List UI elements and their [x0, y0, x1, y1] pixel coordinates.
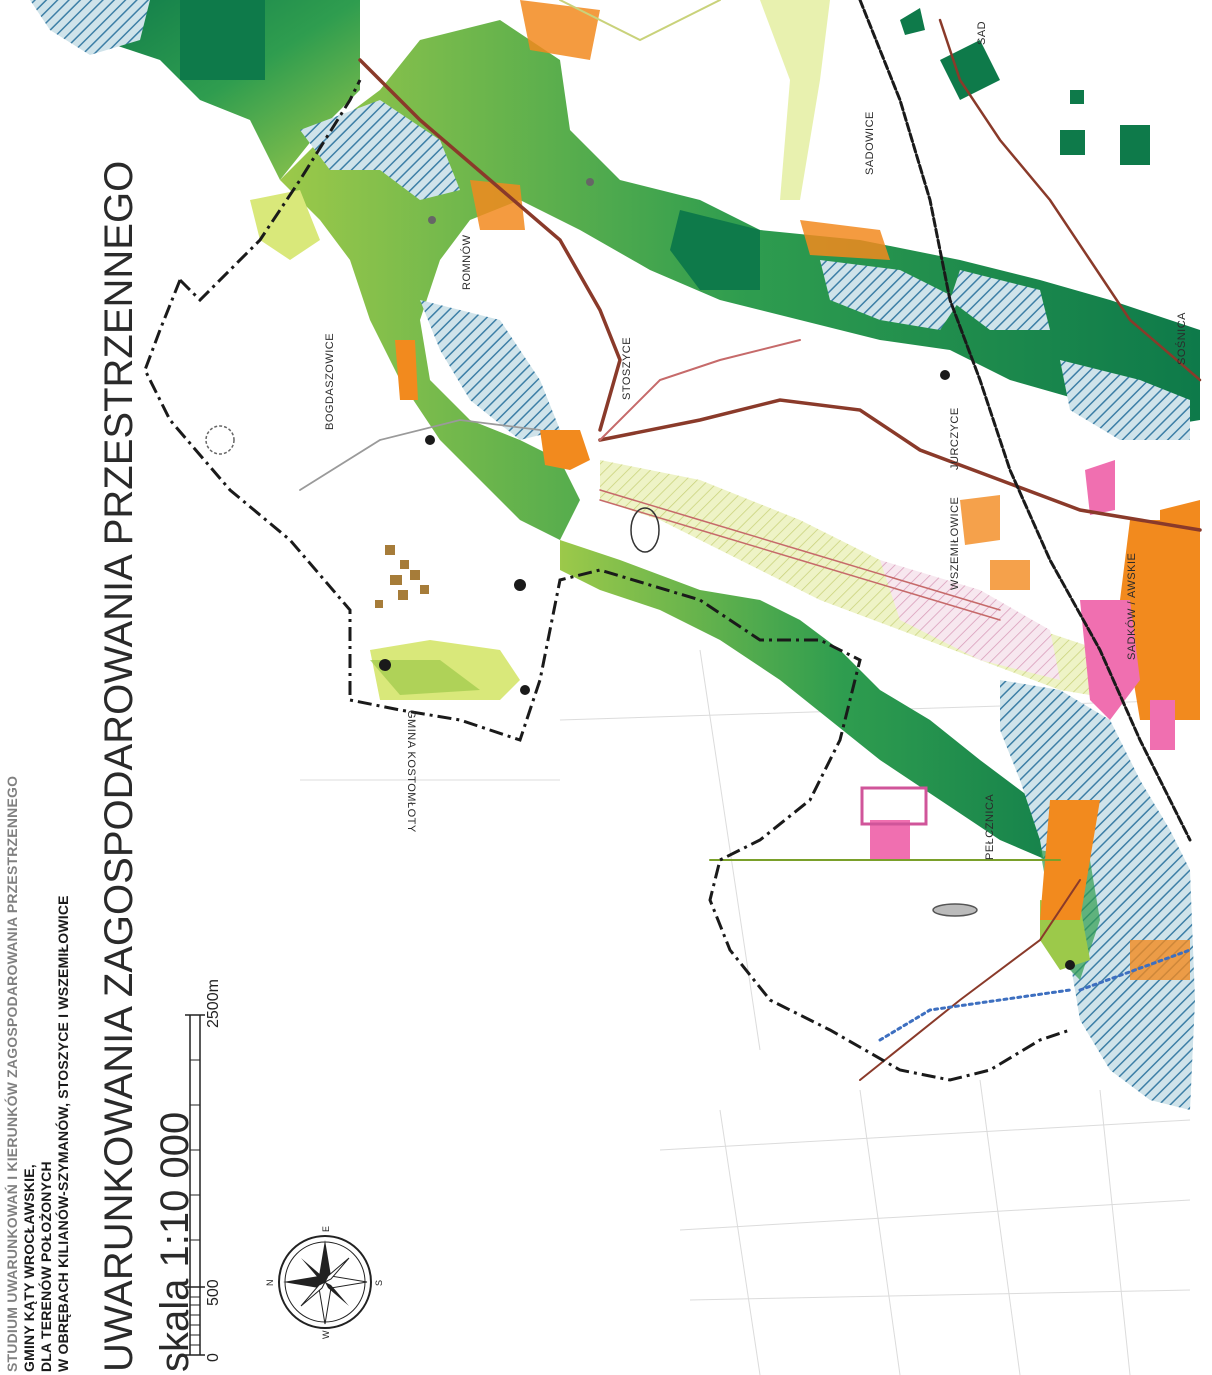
compass-w: W: [321, 1330, 331, 1339]
compass-s: S: [374, 1280, 384, 1286]
title-block: UWARUNKOWANIA ZAGOSPODAROWANIA PRZESTRZE…: [96, 161, 198, 1372]
label-smolec: SADKÓW / AWSKIE: [1125, 553, 1138, 660]
scale-label-end: 2500m: [205, 979, 222, 1028]
label-gmina-kostomloty: GMINA KOSTOMŁOTY: [405, 710, 417, 833]
study-boundary: [143, 79, 1071, 1082]
scale-label-start: 0: [205, 1353, 222, 1362]
label-sosnica: SOŚNICA: [1175, 312, 1188, 365]
commercial-zones: [860, 460, 1175, 860]
map-scale: skala 1:10 000: [153, 1111, 197, 1372]
parcel-marks: [375, 545, 429, 608]
label-sadowice: SADOWICE: [864, 111, 876, 175]
base-fields: [300, 649, 1191, 1375]
header-line-top: STUDIUM UWARUNKOWAŃ I KIERUNKÓW ZAGOSPOD…: [4, 775, 20, 1372]
pond-marker: [932, 903, 978, 917]
label-bogdaszowice: BOGDASZOWICE: [324, 333, 336, 430]
forest-band-diagonal: [560, 460, 1120, 880]
scale-label-mid: 500: [205, 1279, 222, 1306]
point-markers: [379, 178, 1075, 970]
label-romnow: ROMNÓW: [460, 234, 473, 290]
compass-rose: N S E W: [265, 1226, 384, 1339]
label-stoszyce: STOSZYCE: [621, 337, 633, 400]
scale-bar: [185, 1014, 205, 1356]
map-title: UWARUNKOWANIA ZAGOSPODAROWANIA PRZESTRZE…: [97, 160, 141, 1372]
label-jurczyce: JURCZYCE: [949, 407, 961, 470]
document-header: STUDIUM UWARUNKOWAŃ I KIERUNKÓW ZAGOSPOD…: [4, 2, 72, 1372]
label-pelcznica: PEŁCZNICA: [984, 794, 996, 860]
compass-e: E: [321, 1226, 331, 1232]
forest-band-upper: [280, 8, 1200, 540]
header-line-2: DLA TERENÓW POŁOŻONYCH: [38, 1161, 54, 1372]
roads: [299, 0, 1202, 1081]
label-wszemilowice: WSZEMIŁOWICE: [949, 497, 961, 590]
forest-top-left: [30, 0, 360, 180]
compass-n: N: [265, 1280, 275, 1287]
well-marker: [205, 425, 235, 455]
place-labels: BOGDASZOWICE ROMNÓW STOSZYCE SADOWICE SA…: [324, 21, 1188, 860]
header-line-3: W OBRĘBACH KILIANÓW-SZYMANÓW, STOSZYCE I…: [55, 895, 71, 1372]
header-line-1: GMINY KĄTY WROCŁAWSKIE,: [21, 1164, 37, 1372]
label-sadowice-short: SAD: [976, 21, 988, 45]
site-marker: [630, 507, 660, 553]
